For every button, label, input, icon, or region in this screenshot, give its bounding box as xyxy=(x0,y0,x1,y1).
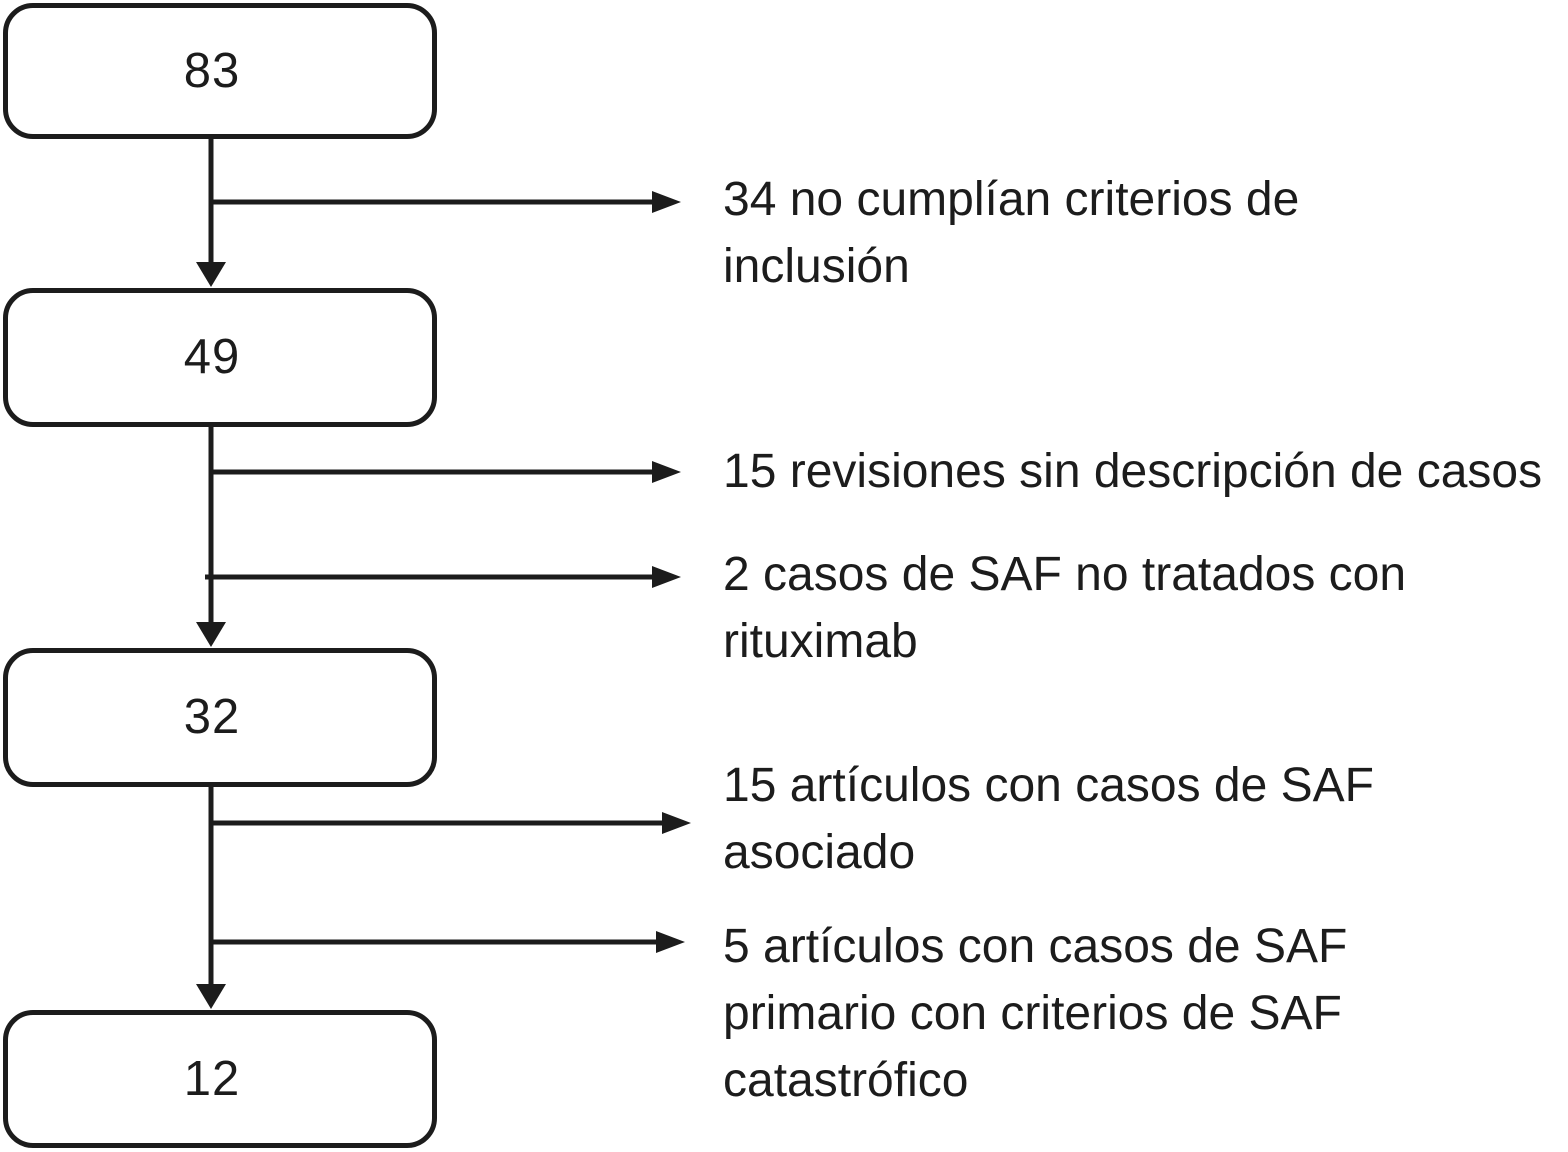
branch-label-not-rituximab: 2 casos de SAF no tratados con rituximab xyxy=(723,541,1406,675)
arrow-right-icon xyxy=(652,461,681,483)
flow-node-32: 32 xyxy=(3,648,437,787)
node-value: 49 xyxy=(183,330,241,384)
branch-label-saf-asociado: 15 artículos con casos de SAF asociado xyxy=(723,752,1374,886)
branch-label-line: 34 no cumplían criterios de xyxy=(723,173,1300,226)
flow-node-49: 49 xyxy=(3,288,437,427)
branch-label-line: 5 artículos con casos de SAF xyxy=(723,920,1348,973)
branch-label-line: rituximab xyxy=(723,615,918,668)
node-value: 12 xyxy=(183,1051,241,1106)
flow-node-12: 12 xyxy=(3,1010,437,1148)
branch-label-excluded-criteria: 34 no cumplían criterios de inclusión xyxy=(723,166,1299,300)
branch-label-line: 15 revisiones sin descripción de casos xyxy=(723,445,1543,498)
node-value: 83 xyxy=(183,43,241,98)
arrow-down-icon xyxy=(196,984,226,1009)
arrow-right-icon xyxy=(662,812,691,834)
arrow-right-icon xyxy=(656,931,685,953)
branch-label-reviews-no-cases: 15 revisiones sin descripción de casos xyxy=(723,438,1542,505)
branch-label-line: 2 casos de SAF no tratados con xyxy=(723,548,1407,601)
node-value: 32 xyxy=(183,690,241,744)
flow-node-83: 83 xyxy=(3,3,437,139)
arrow-right-icon xyxy=(652,191,681,213)
branch-label-line: inclusión xyxy=(723,240,910,293)
arrow-right-icon xyxy=(652,566,681,588)
arrow-down-icon xyxy=(196,622,226,647)
arrow-down-icon xyxy=(196,262,226,287)
branch-label-line: catastrófico xyxy=(723,1054,969,1107)
branch-label-saf-catastrofico: 5 artículos con casos de SAF primario co… xyxy=(723,913,1347,1114)
branch-label-line: asociado xyxy=(723,826,916,879)
branch-label-line: 15 artículos con casos de SAF xyxy=(723,759,1374,812)
branch-label-line: primario con criterios de SAF xyxy=(723,987,1342,1040)
